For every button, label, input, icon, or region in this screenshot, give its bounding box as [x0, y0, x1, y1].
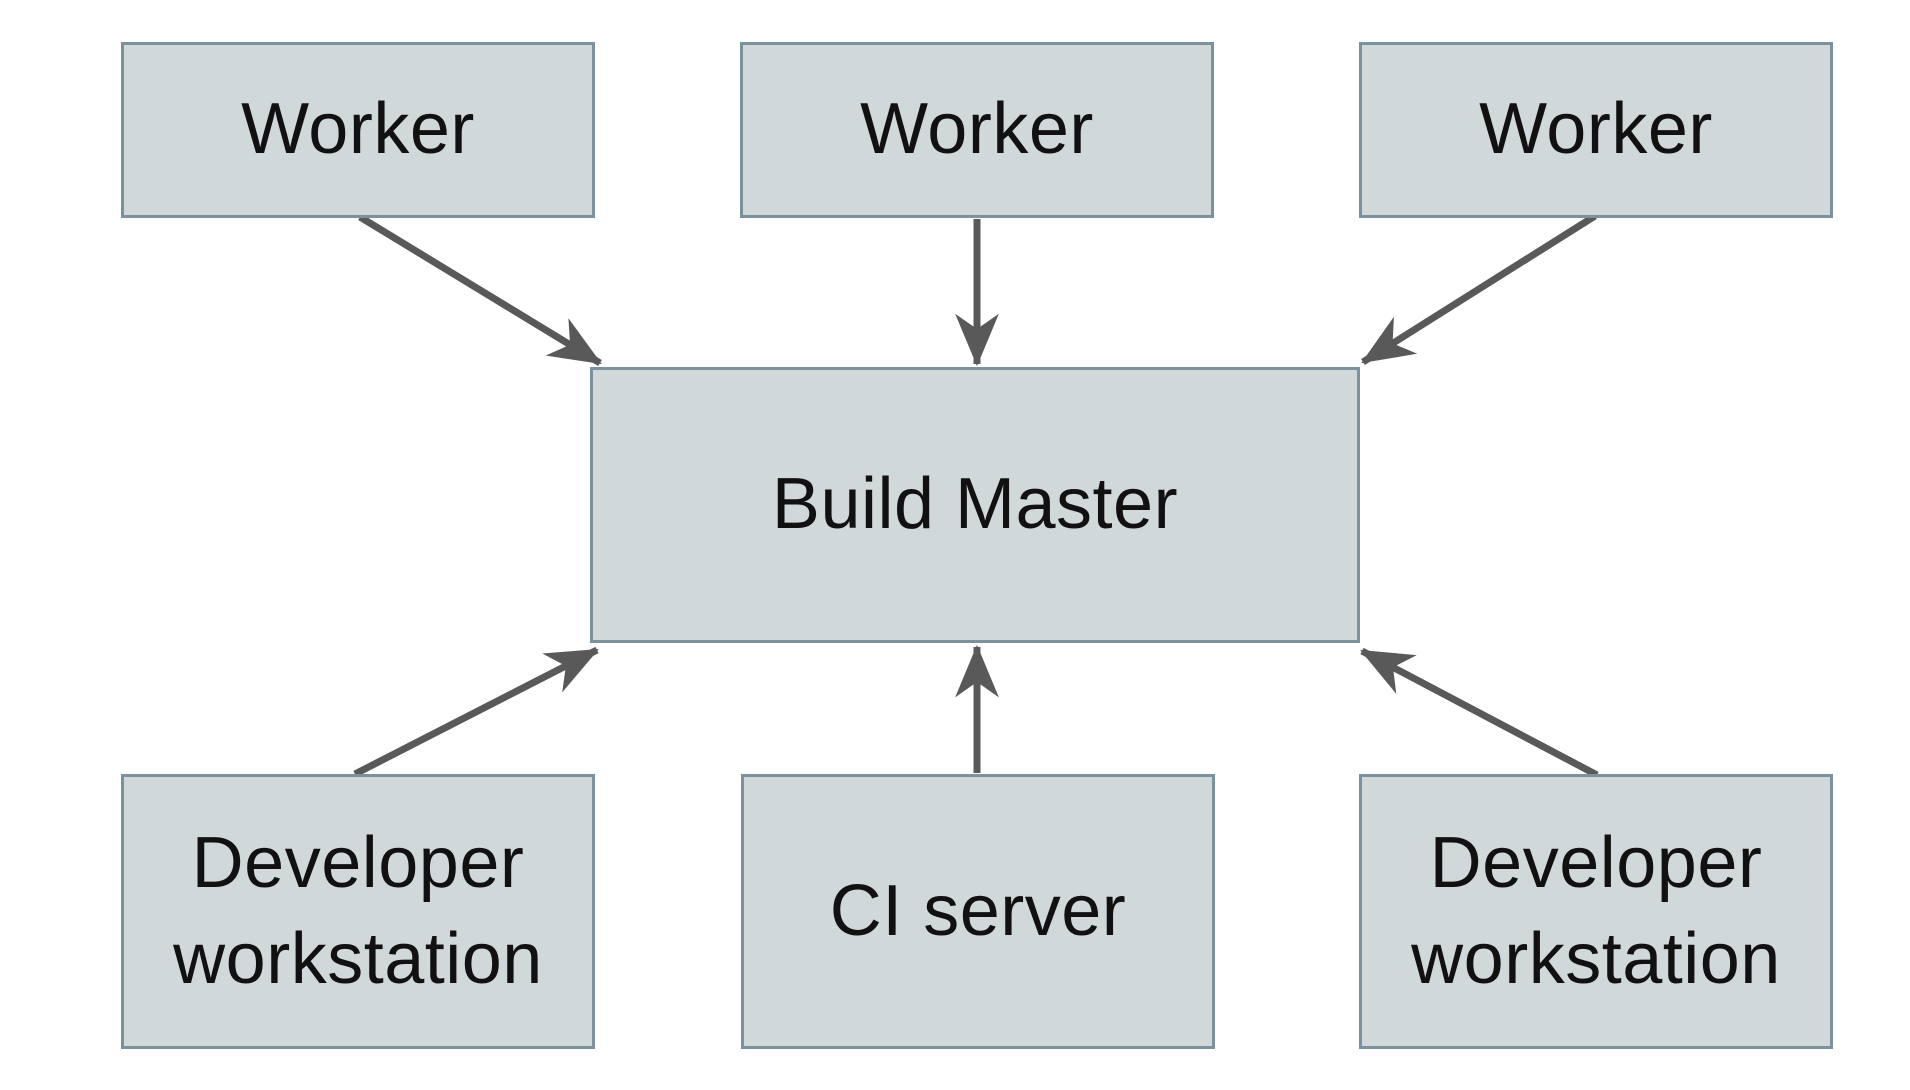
node-ci-server: CI server	[741, 774, 1215, 1049]
node-developer-workstation-right: Developer workstation	[1359, 774, 1833, 1049]
node-worker-2: Worker	[740, 42, 1214, 218]
arrow-devleft-to-buildmaster-icon	[353, 646, 599, 778]
arrow-worker1-to-buildmaster-icon	[358, 214, 602, 366]
node-worker-2-label: Worker	[860, 89, 1094, 170]
node-developer-workstation-right-label: Developer workstation	[1411, 823, 1781, 999]
node-developer-workstation-left: Developer workstation	[121, 774, 595, 1049]
node-build-master: Build Master	[590, 367, 1360, 643]
node-worker-1: Worker	[121, 42, 595, 218]
arrow-devright-to-buildmaster-icon	[1360, 647, 1599, 779]
node-ci-server-label: CI server	[829, 870, 1127, 951]
arrow-worker3-to-buildmaster-icon	[1361, 213, 1597, 365]
node-developer-workstation-left-label: Developer workstation	[173, 823, 543, 999]
node-worker-3: Worker	[1359, 42, 1833, 218]
node-build-master-label: Build Master	[771, 464, 1179, 545]
node-worker-3-label: Worker	[1479, 89, 1713, 170]
node-worker-1-label: Worker	[241, 89, 475, 170]
